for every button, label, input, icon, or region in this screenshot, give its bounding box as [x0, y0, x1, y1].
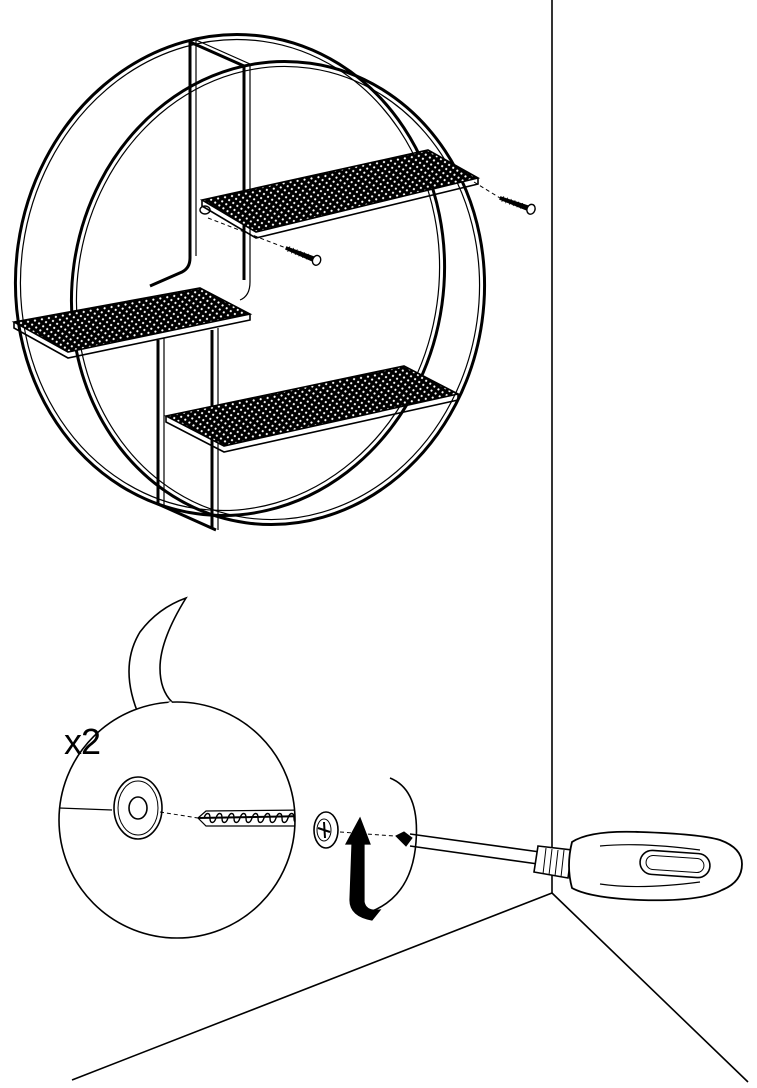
shelf-ring-back-inner: [19, 38, 441, 512]
wall-corner: [71, 0, 749, 1083]
callout-bubble: [58, 596, 395, 939]
shelf-divider-lower: [156, 340, 217, 532]
shelf-ring-front: [69, 59, 487, 527]
callout-circle: [58, 701, 296, 939]
quantity-label: x2: [64, 721, 101, 762]
screw: [197, 809, 295, 827]
floor-line-right: [551, 892, 749, 1083]
wall-screw-right: [499, 196, 536, 215]
screwdriver-tip: [395, 831, 413, 847]
wall-screws: [207, 181, 536, 266]
callout-tail: [128, 596, 188, 719]
screwdriver-shaft: [409, 833, 541, 865]
shelf-divider-upper: [149, 42, 192, 288]
shelf-ring-front-inner: [75, 65, 481, 521]
shelf-board-middle: [11, 287, 253, 353]
screwdriver-icon: [395, 830, 743, 902]
washer: [113, 776, 163, 840]
screwdriver-ferrule: [533, 845, 573, 879]
rotation-arrow-icon: [344, 777, 418, 921]
wall-screw-left: [285, 246, 322, 266]
shelf-ring-back: [13, 32, 447, 518]
callout-wall-line: [59, 807, 113, 811]
screwdriver-handle: [568, 830, 743, 902]
shelf-board-lower: [163, 365, 461, 447]
round-wall-shelf: [11, 32, 487, 532]
screw-head: [313, 811, 339, 849]
floor-line-left: [71, 892, 553, 1081]
